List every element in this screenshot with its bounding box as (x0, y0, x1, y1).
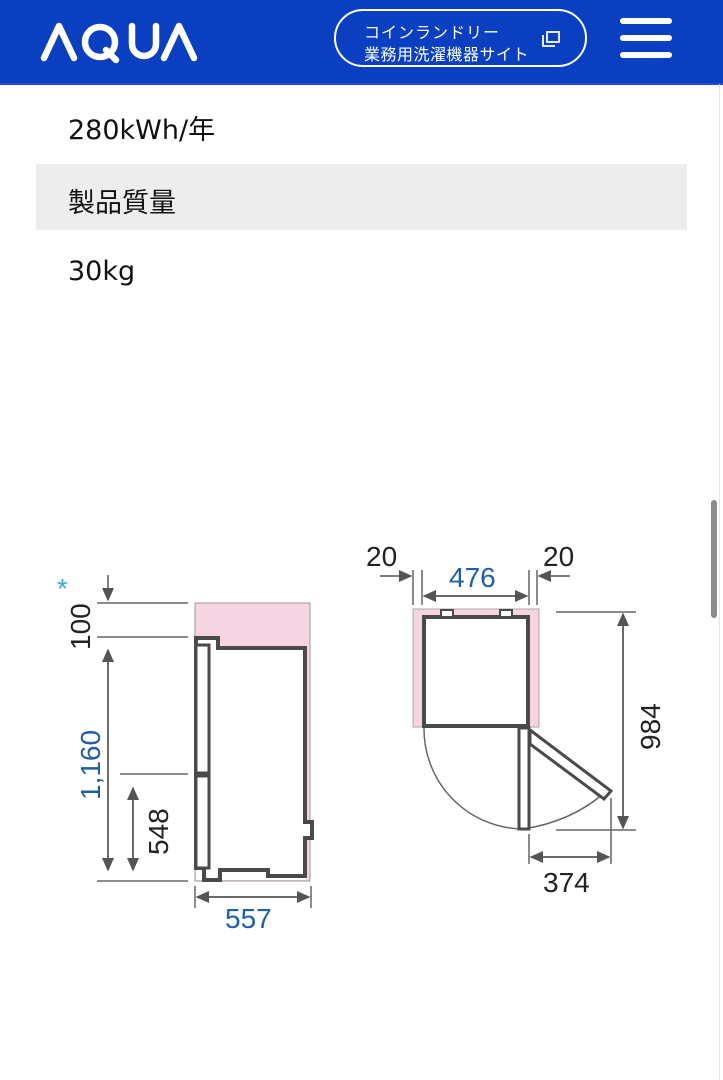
hamburger-menu-button[interactable] (620, 16, 674, 62)
width-label: 476 (449, 562, 496, 593)
weight-label: 製品質量 (68, 188, 176, 219)
vertical-scrollbar[interactable] (711, 500, 717, 618)
hamburger-menu-icon (620, 18, 672, 24)
hamburger-menu-icon (620, 52, 672, 58)
height-label: 1,160 (75, 730, 106, 800)
annual-power-value: 280kWh/年 (68, 115, 216, 146)
scroll-track (719, 84, 720, 1080)
asterisk-mark: * (57, 573, 68, 604)
depth-label: 557 (225, 903, 272, 934)
external-window-icon (542, 31, 560, 47)
spec-row-weight: 30kg (36, 238, 687, 308)
spec-row-annual-power: 280kWh/年 (36, 92, 687, 162)
link-line-1: コインランドリー (364, 23, 501, 42)
link-line-2: 業務用洗濯機器サイト (364, 45, 530, 64)
door-swing-label: 374 (543, 867, 590, 898)
coin-laundry-site-link[interactable]: コインランドリー 業務用洗濯機器サイト (334, 9, 587, 67)
top-view: 20 20 476 984 374 (366, 541, 666, 898)
lower-height-label: 548 (143, 808, 174, 855)
top-clearance-label: 100 (65, 603, 96, 650)
right-gap-label: 20 (543, 541, 574, 572)
hamburger-menu-icon (620, 35, 672, 41)
side-view: 100 * 1,160 548 557 (57, 573, 314, 934)
spec-label-weight: 製品質量 (36, 164, 687, 230)
left-gap-label: 20 (366, 541, 397, 572)
site-header: AQUA コインランドリー 業務用洗濯機器サイト (0, 0, 723, 85)
dimension-diagram: 100 * 1,160 548 557 (57, 541, 666, 934)
aqua-logo[interactable]: AQUA (40, 18, 200, 64)
door-open-depth-label: 984 (635, 703, 666, 750)
weight-value: 30kg (68, 256, 136, 287)
